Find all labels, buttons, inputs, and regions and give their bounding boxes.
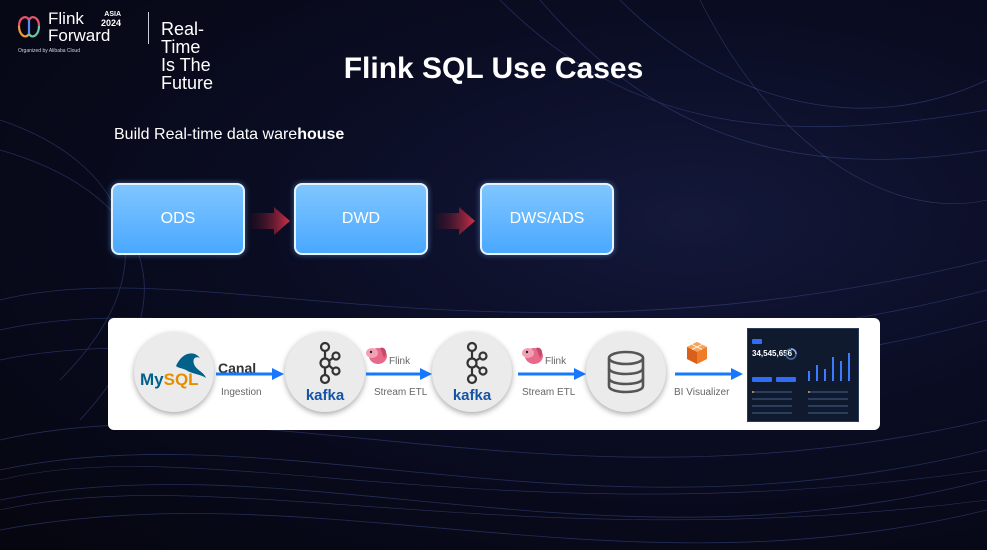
tagline: Real-Time Is The Future [161, 20, 213, 92]
dashboard-bar-chart [808, 353, 850, 381]
brand-name: Flink Forward [48, 10, 110, 44]
bi-visualizer-label: BI Visualizer [674, 387, 730, 398]
pipeline-panel: MySQL Canal Ingestion kafka Flink Stream… [108, 318, 880, 430]
mysql-wordmark-sql: SQL [163, 370, 199, 389]
chevron-right-icon [435, 207, 475, 235]
layer-box-dws-ads: DWS/ADS [480, 183, 614, 255]
brand-badge: ASIA 2024 [101, 11, 121, 28]
flink-label-1: Flink [389, 356, 411, 367]
arrow-right-icon [366, 368, 432, 380]
layer-box-ods: ODS [111, 183, 245, 255]
arrow-right-icon [216, 368, 284, 380]
kafka-icon [319, 341, 341, 385]
layer-box-dwd: DWD [294, 183, 428, 255]
kafka-wordmark: kafka [305, 387, 345, 404]
slide-subtitle: Build Real-time data warehouse [114, 126, 344, 144]
stream-etl-label-1: Stream ETL [374, 387, 428, 398]
canal-label: Canal [218, 360, 257, 376]
logo-divider [148, 12, 149, 44]
dashboard-list [752, 391, 848, 414]
gauge-icon [785, 348, 797, 360]
arrow-right-icon [518, 368, 586, 380]
slide-title: Flink SQL Use Cases [343, 52, 644, 85]
chevron-right-icon [250, 207, 290, 235]
flink-label-2: Flink [545, 356, 567, 367]
dashboard-button [752, 377, 772, 382]
flink-squirrel-icon [366, 347, 387, 364]
database-node [586, 332, 666, 412]
dashboard-value: 34,545,656 [752, 349, 793, 358]
dashboard-tab [752, 339, 762, 344]
subtitle-prefix: Build Real-time data ware [114, 126, 298, 143]
arrow-right-icon [675, 368, 743, 380]
ingestion-label: Ingestion [221, 387, 262, 398]
tagline-line1: Real-Time [161, 19, 205, 57]
kafka-icon [466, 341, 488, 385]
brand-name-line1: Flink [48, 9, 84, 28]
database-icon [607, 350, 645, 394]
dashboard-button [776, 377, 796, 382]
flink-squirrel-icon [522, 347, 543, 364]
kafka-node-2: kafka [432, 332, 512, 412]
dashboard-thumbnail: 34,545,656 [747, 328, 859, 422]
badge-region: ASIA [104, 11, 122, 18]
mysql-dolphin-icon [176, 353, 206, 378]
stream-etl-label-2: Stream ETL [522, 387, 576, 398]
kafka-node-1: kafka [285, 332, 365, 412]
tagline-line2: Is The Future [161, 55, 214, 93]
organizer-text: Organized by Alibaba Cloud [18, 48, 80, 54]
bi-cube-icon [687, 342, 707, 364]
brand-name-line2: Forward [48, 26, 111, 45]
subtitle-bold: house [297, 126, 345, 143]
flink-forward-logo-icon [17, 16, 41, 38]
mysql-wordmark-my: My [140, 370, 164, 389]
kafka-wordmark: kafka [452, 387, 492, 404]
mysql-node: MySQL [134, 332, 214, 412]
badge-year: 2024 [101, 18, 122, 28]
mysql-wordmark: MySQL [140, 370, 199, 390]
